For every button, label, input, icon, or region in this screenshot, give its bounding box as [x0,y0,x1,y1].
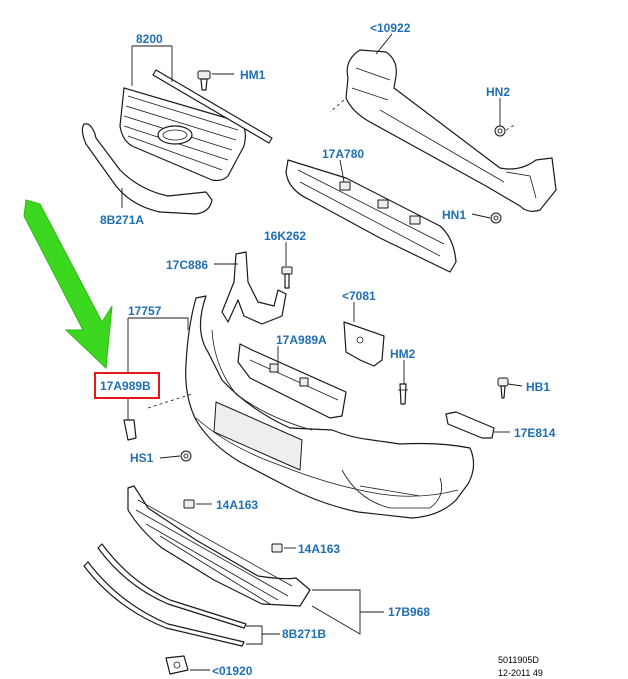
label-17b968: 17B968 [388,605,430,619]
bracket-17a989a [237,343,347,419]
label-17a989a: 17A989A [276,333,327,347]
clip-hm1 [197,70,211,91]
label-8b271b: 8B271B [282,627,326,641]
reference-date: 12-2011 49 [498,668,543,678]
label-14a163-upper: 14A163 [216,498,258,512]
lower-grille [127,485,311,607]
bracket-7081 [343,321,385,367]
nut-hn1 [490,212,502,224]
bumper-reinforcement [329,49,557,212]
bracket-01920 [165,655,189,675]
reference-code: 5011905D [498,655,539,665]
green-arrow-icon [23,199,113,370]
nut-hn2 [494,123,517,137]
label-17757: 17757 [128,304,162,318]
bracket-17c886 [221,251,287,325]
clip-14a163-lower [271,543,283,553]
bracket-17e814 [445,411,495,439]
label-7081: <7081 [342,289,376,303]
label-10922: <10922 [370,21,411,35]
cover-17a989b [123,419,137,441]
leader-lines [121,33,523,671]
label-8200: 8200 [136,32,163,46]
bolt-hb1 [497,377,509,399]
bumper-cover [147,295,475,519]
label-8b271a: 8B271A [100,213,144,227]
label-17a989b: 17A989B [100,379,151,393]
label-17e814: 17E814 [514,426,556,440]
grille-chrome-strip [152,69,273,144]
label-hs1: HS1 [130,451,154,465]
label-hm1: HM1 [240,68,266,82]
label-17c886: 17C886 [166,258,208,272]
label-16k262: 16K262 [264,229,306,243]
label-17a780: 17A780 [322,147,364,161]
screw-hs1 [180,450,192,462]
energy-absorber [285,159,457,273]
label-hm2: HM2 [390,347,416,361]
label-01920: <01920 [212,664,253,678]
label-hb1: HB1 [526,380,550,394]
grille-surround [81,123,213,215]
upper-grille [119,87,246,182]
label-hn1: HN1 [442,208,466,222]
moulding-strips [83,543,247,647]
label-14a163-lower: 14A163 [298,542,340,556]
clip-14a163-upper [183,499,195,509]
clip-16k262 [281,266,293,289]
highlight-box [94,372,160,399]
screw-hm2 [398,383,408,405]
label-hn2: HN2 [486,85,510,99]
